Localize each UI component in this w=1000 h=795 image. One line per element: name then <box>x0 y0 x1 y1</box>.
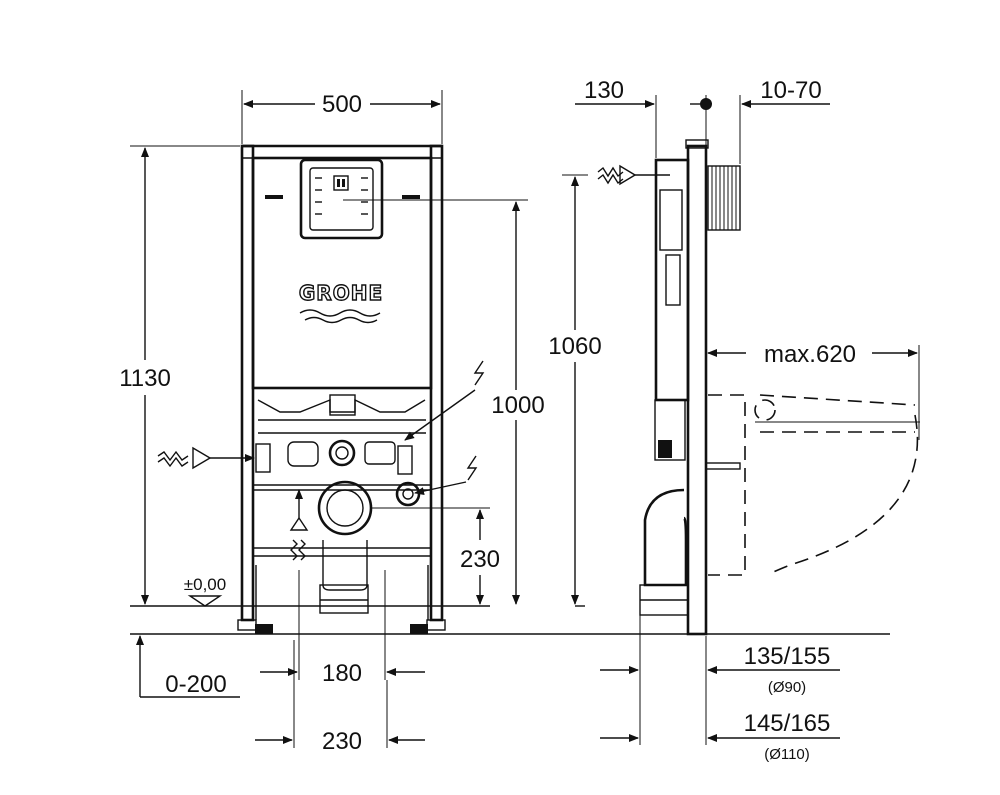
dim-d110-sub: (Ø110) <box>764 746 810 763</box>
side-view-frame <box>639 139 741 636</box>
grohe-logo: GROHE <box>298 280 383 324</box>
dim-max-620: max.620 <box>707 341 920 440</box>
wc-bowl-outline <box>708 394 920 576</box>
logo-text: GROHE <box>299 281 383 305</box>
flush-plate <box>265 158 420 240</box>
dim-230-vertical: 230 <box>372 507 500 605</box>
dim-230-horizontal-label: 230 <box>322 728 362 755</box>
dim-130: 130 <box>575 77 657 158</box>
dim-1000-label: 1000 <box>491 392 544 419</box>
dim-0-200-label: 0-200 <box>165 671 226 698</box>
zero-level: ±0,00 <box>184 575 226 607</box>
dim-500: 500 <box>241 90 443 144</box>
water-inlet-icon-front <box>157 446 255 470</box>
dim-500-label: 500 <box>322 91 362 118</box>
dim-max-620-label: max.620 <box>764 341 856 368</box>
water-supply-icon-bottom <box>289 489 309 561</box>
dim-d110-label: 145/165 <box>744 710 831 737</box>
dim-230-horizontal: 230 <box>255 640 425 755</box>
electric-icon-top <box>404 360 485 441</box>
dim-d90-label: 135/155 <box>744 643 831 670</box>
dim-d110: 145/165 (Ø110) <box>600 710 840 763</box>
front-connections <box>255 439 421 614</box>
dim-180-label: 180 <box>322 660 362 687</box>
dim-10-70-label: 10-70 <box>760 77 821 104</box>
zero-level-label: ±0,00 <box>184 575 226 594</box>
dim-1000: 1000 <box>343 199 545 605</box>
dim-1060: 1060 <box>548 174 602 605</box>
dim-230-vertical-label: 230 <box>460 546 500 573</box>
dim-1060-label: 1060 <box>548 333 601 360</box>
dim-0-200: 0-200 <box>136 635 240 698</box>
dim-180: 180 <box>260 570 425 687</box>
dim-130-label: 130 <box>584 77 624 104</box>
dim-1130-label: 1130 <box>119 365 171 392</box>
dim-10-70: 10-70 <box>690 77 830 164</box>
dim-d90: 135/155 (Ø90) <box>600 615 840 745</box>
dim-d90-sub: (Ø90) <box>768 679 806 696</box>
dim-1130: 1130 <box>119 145 240 605</box>
electric-icon-bottom <box>414 455 478 496</box>
front-view-frame <box>237 144 446 634</box>
water-inlet-icon-side <box>597 164 670 186</box>
